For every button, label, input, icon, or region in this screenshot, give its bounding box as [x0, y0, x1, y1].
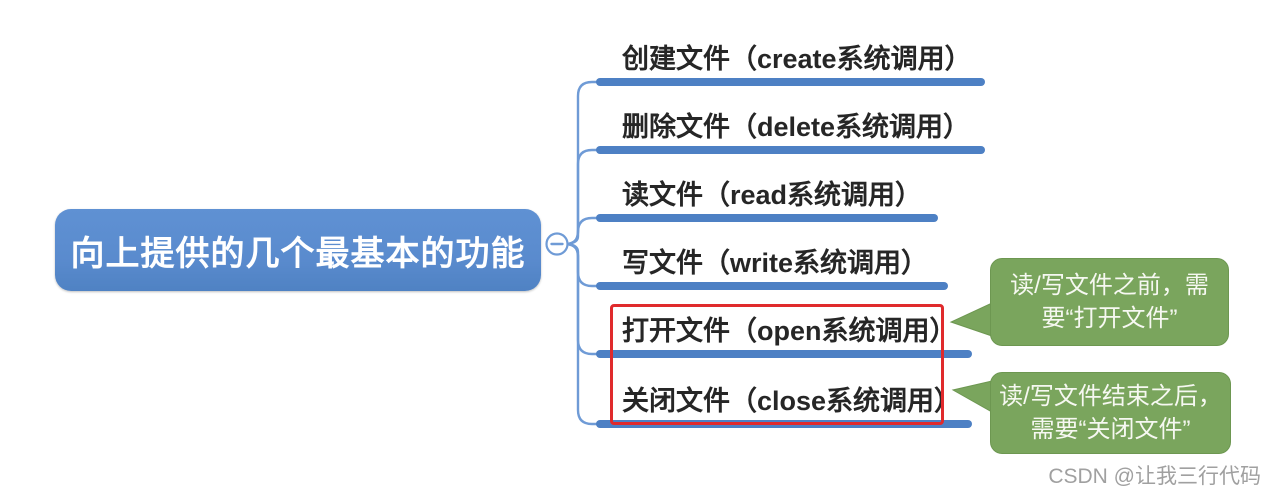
connector-line	[566, 242, 599, 356]
watermark: CSDN @让我三行代码	[1048, 465, 1261, 488]
branch-node-close[interactable]: 关闭文件（close系统调用）	[622, 386, 962, 416]
callout-open-note: 读/写文件之前，需 要“打开文件”	[990, 258, 1229, 346]
collapse-button[interactable]	[545, 232, 569, 256]
branch-node-create[interactable]: 创建文件（create系统调用）	[622, 44, 972, 74]
connector-line	[566, 148, 599, 246]
connector-line	[566, 242, 599, 426]
callout-line: 要“打开文件”	[1041, 305, 1178, 332]
callout-line: 需要“关闭文件”	[1030, 416, 1191, 443]
root-node-label: 向上提供的几个最基本的功能	[70, 234, 526, 273]
callout-tail	[949, 302, 993, 337]
root-node[interactable]: 向上提供的几个最基本的功能	[55, 209, 541, 291]
callout-close-note: 读/写文件结束之后， 需要“关闭文件”	[990, 372, 1231, 454]
branch-node-read[interactable]: 读文件（read系统调用）	[622, 180, 923, 210]
callout-line: 读/写文件结束之后，	[999, 383, 1222, 410]
callout-line: 读/写文件之前，需	[1010, 272, 1209, 299]
branch-node-open[interactable]: 打开文件（open系统调用）	[622, 316, 957, 346]
branch-node-delete[interactable]: 删除文件（delete系统调用）	[622, 112, 971, 142]
connector-line	[566, 242, 599, 288]
connector-line	[566, 216, 599, 246]
branch-node-write[interactable]: 写文件（write系统调用）	[622, 248, 929, 278]
